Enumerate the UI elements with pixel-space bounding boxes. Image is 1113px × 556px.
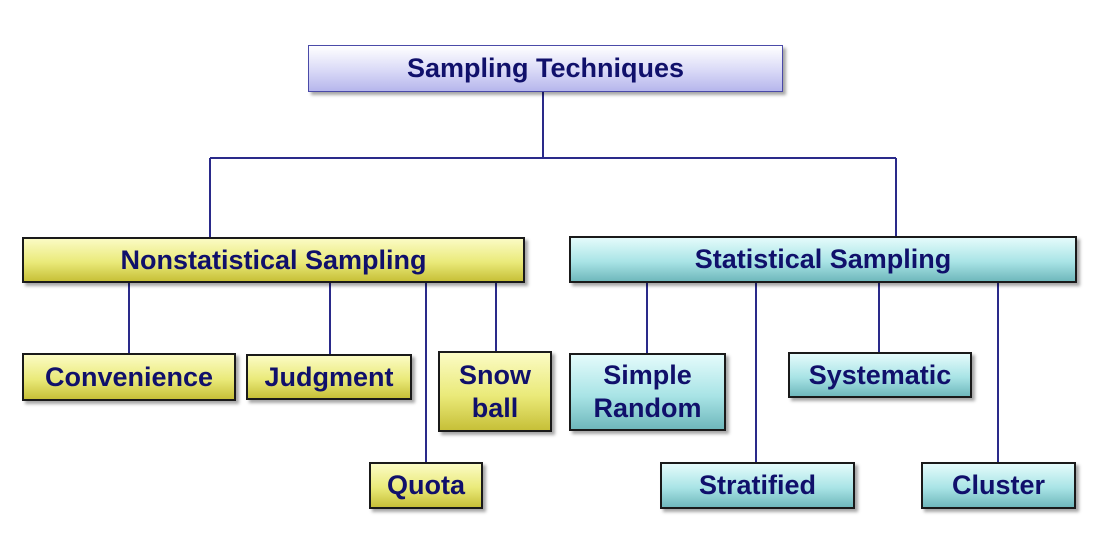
- branch-node-label: Statistical Sampling: [694, 244, 952, 275]
- leaf-node-label: Judgment: [264, 361, 394, 392]
- leaf-node-label: Convenience: [44, 361, 214, 392]
- leaf-node-convenience: Convenience: [22, 353, 236, 401]
- leaf-node-judgment: Judgment: [246, 354, 412, 400]
- root-node-label: Sampling Techniques: [406, 53, 685, 84]
- leaf-node-stratified: Stratified: [660, 462, 855, 509]
- leaf-node-label: Snow ball: [459, 359, 531, 423]
- leaf-node-cluster: Cluster: [921, 462, 1076, 509]
- leaf-node-label: Quota: [387, 470, 465, 501]
- leaf-node-label: Cluster: [951, 470, 1046, 501]
- leaf-node-label: Simple Random: [593, 360, 702, 423]
- leaf-node-systematic: Systematic: [788, 352, 972, 398]
- leaf-node-snowball: Snow ball: [438, 351, 552, 432]
- leaf-node-quota: Quota: [369, 462, 483, 509]
- leaf-node-label: Systematic: [808, 359, 952, 390]
- branch-node-label: Nonstatistical Sampling: [120, 244, 427, 275]
- leaf-node-simple-random: Simple Random: [569, 353, 726, 431]
- branch-node-nonstatistical: Nonstatistical Sampling: [22, 237, 525, 283]
- branch-node-statistical: Statistical Sampling: [569, 236, 1077, 283]
- root-node-sampling-techniques: Sampling Techniques: [308, 45, 783, 92]
- leaf-node-label: Stratified: [698, 470, 817, 501]
